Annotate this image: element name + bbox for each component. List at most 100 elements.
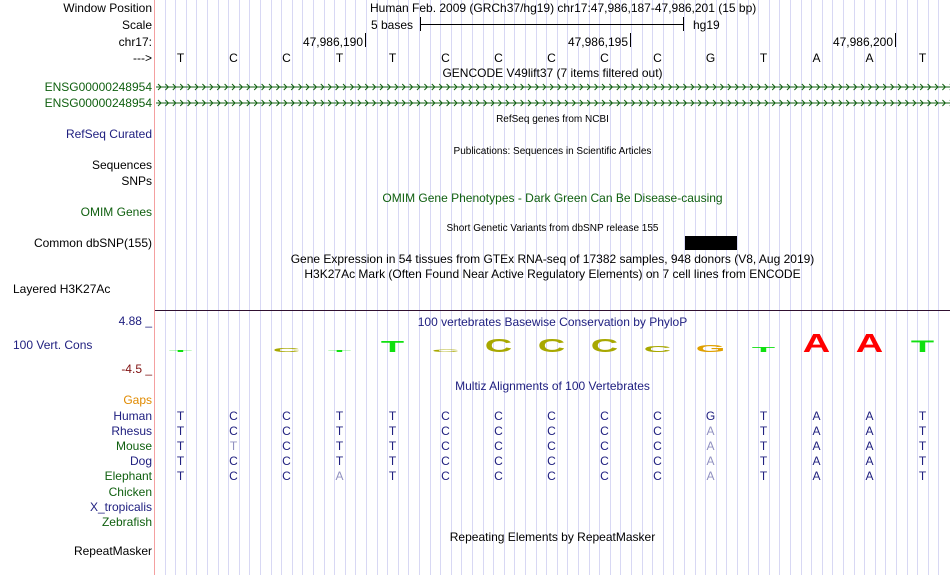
strand-arrow-icon: [165, 83, 170, 91]
gene-tracks[interactable]: [0, 0, 950, 120]
aligned-base: T: [388, 439, 397, 454]
aligned-base: T: [335, 424, 344, 439]
aligned-base: A: [706, 424, 715, 439]
strand-arrow-icon: [757, 83, 762, 91]
aligned-base: C: [547, 439, 556, 454]
aligned-base: T: [335, 439, 344, 454]
aligned-base: G: [705, 409, 716, 423]
strand-arrow-icon: [919, 99, 924, 107]
strand-arrow-icon: [927, 83, 932, 91]
strand-arrow-icon: [860, 83, 865, 91]
aligned-base: C: [653, 454, 662, 469]
species-label[interactable]: X_tropicalis: [89, 499, 152, 514]
strand-arrow-icon: [335, 83, 340, 91]
reference-base: T: [176, 51, 185, 65]
strand-arrow-icon: [638, 83, 643, 91]
strand-arrow-icon: [157, 83, 162, 91]
cons-max-label: 4.88 _: [118, 314, 152, 328]
strand-arrow-icon: [564, 99, 569, 107]
strand-arrow-icon: [268, 99, 273, 107]
strand-arrow-icon: [646, 83, 651, 91]
strand-arrow-icon: [860, 99, 865, 107]
strand-arrow-icon: [786, 83, 791, 91]
strand-arrow-icon: [845, 99, 850, 107]
label-strand[interactable]: --->: [133, 51, 152, 65]
species-label[interactable]: Elephant: [104, 469, 152, 484]
species-label[interactable]: Dog: [129, 454, 152, 469]
reference-base: A: [865, 51, 874, 65]
strand-arrow-icon: [912, 83, 917, 91]
label-h3k27ac[interactable]: Layered H3K27Ac: [13, 282, 111, 296]
ruler-tick: [630, 33, 631, 47]
strand-arrow-icon: [505, 83, 510, 91]
assembly-position: Human Feb. 2009 (GRCh37/hg19) chr17:47,9…: [370, 1, 757, 15]
label-gaps[interactable]: Gaps: [123, 393, 152, 407]
strand-arrow-icon: [335, 99, 340, 107]
aligned-base: C: [441, 439, 450, 454]
strand-arrow-icon: [424, 83, 429, 91]
label-refseq[interactable]: RefSeq Curated: [65, 127, 152, 141]
strand-arrow-icon: [771, 99, 776, 107]
aligned-base: C: [282, 454, 291, 469]
aligned-base: A: [812, 439, 821, 454]
strand-arrow-icon: [520, 99, 525, 107]
aligned-base: A: [812, 424, 821, 439]
strand-arrow-icon: [801, 99, 806, 107]
label-gene-1[interactable]: ENSG00000248954: [44, 80, 152, 94]
strand-arrow-icon: [401, 83, 406, 91]
strand-arrow-icon: [705, 99, 710, 107]
label-window-position: Window Position: [63, 1, 152, 15]
aligned-base: T: [388, 454, 397, 469]
strand-arrow-icon: [690, 83, 695, 91]
species-label[interactable]: Zebrafish: [101, 514, 152, 529]
strand-arrow-icon: [794, 99, 799, 107]
strand-arrow-icon: [853, 83, 858, 91]
dbsnp-variant[interactable]: [685, 236, 737, 250]
reference-base: C: [653, 51, 662, 65]
species-label[interactable]: Human: [113, 409, 152, 423]
strand-arrow-icon: [283, 83, 288, 91]
label-dbsnp[interactable]: Common dbSNP(155): [33, 236, 152, 250]
label-cons[interactable]: 100 Vert. Cons: [13, 338, 93, 352]
strand-arrow-icon: [483, 99, 488, 107]
strand-arrow-icon: [350, 99, 355, 107]
label-repeatmasker[interactable]: RepeatMasker: [73, 544, 152, 558]
aligned-base: C: [494, 454, 503, 469]
conservation-letter: G: [696, 343, 726, 354]
track-title-phylop: 100 vertebrates Basewise Conservation by…: [417, 315, 688, 329]
strand-arrow-icon: [631, 83, 636, 91]
strand-arrow-icon: [416, 99, 421, 107]
label-snps[interactable]: SNPs: [121, 174, 152, 188]
strand-arrow-icon: [734, 83, 739, 91]
strand-arrow-icon: [246, 83, 251, 91]
reference-base: T: [759, 51, 768, 65]
label-omim[interactable]: OMIM Genes: [80, 205, 152, 219]
scale-db: hg19: [693, 18, 720, 32]
strand-arrow-icon: [742, 83, 747, 91]
species-label[interactable]: Chicken: [108, 484, 152, 499]
conservation-letter: C: [644, 345, 672, 354]
strand-arrow-icon: [209, 99, 214, 107]
strand-arrow-icon: [609, 99, 614, 107]
strand-arrow-icon: [897, 99, 902, 107]
strand-arrow-icon: [564, 83, 569, 91]
reference-base: C: [600, 51, 609, 65]
strand-arrow-icon: [202, 83, 207, 91]
aligned-base: A: [812, 409, 821, 423]
label-gene-2[interactable]: ENSG00000248954: [44, 96, 152, 110]
reference-base: T: [388, 51, 397, 65]
strand-arrow-icon: [660, 83, 665, 91]
strand-arrow-icon: [216, 83, 221, 91]
label-sequences[interactable]: Sequences: [91, 158, 152, 172]
species-label[interactable]: Rhesus: [111, 424, 152, 439]
aligned-base: T: [918, 424, 927, 439]
strand-arrow-icon: [165, 99, 170, 107]
strand-arrow-icon: [187, 99, 192, 107]
strand-arrow-icon: [801, 83, 806, 91]
strand-arrow-icon: [779, 99, 784, 107]
strand-arrow-icon: [875, 83, 880, 91]
aligned-base: T: [759, 424, 768, 439]
species-label[interactable]: Mouse: [115, 439, 152, 454]
aligned-base: A: [865, 454, 874, 469]
strand-arrow-icon: [446, 99, 451, 107]
